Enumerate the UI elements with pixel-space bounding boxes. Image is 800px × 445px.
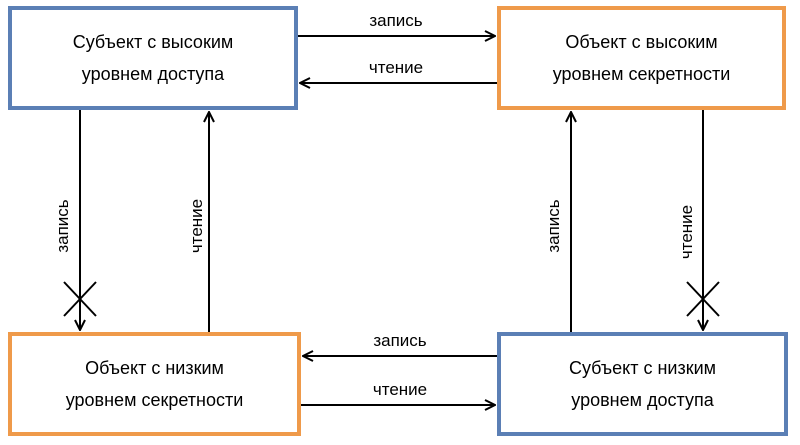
- high-access-subject-box: Субъект с высоким уровнем доступа: [8, 6, 298, 110]
- top-write-label: запись: [369, 11, 422, 30]
- left-write-blocked-cross: [63, 281, 97, 317]
- left-write-label: запись: [53, 199, 72, 252]
- low-secrecy-object-label: Объект с низким уровнем секретности: [65, 358, 244, 410]
- bottom-read-label: чтение: [373, 380, 427, 399]
- high-secrecy-object-box: Объект с высоким уровнем секретности: [497, 6, 786, 110]
- low-access-subject-label: Субъект с низким уровнем доступа: [568, 358, 717, 410]
- low-secrecy-object-box: Объект с низким уровнем секретности: [8, 332, 301, 436]
- high-secrecy-object-label: Объект с высоким уровнем секретности: [552, 32, 731, 84]
- left-read-label: чтение: [187, 199, 206, 253]
- bottom-write-label: запись: [373, 331, 426, 350]
- right-read-blocked-cross: [686, 281, 720, 317]
- high-access-subject-label: Субъект с высоким уровнем доступа: [72, 32, 234, 84]
- low-access-subject-box: Субъект с низким уровнем доступа: [497, 332, 788, 436]
- top-read-label: чтение: [369, 58, 423, 77]
- right-read-label: чтение: [677, 205, 696, 259]
- right-write-label: запись: [544, 199, 563, 252]
